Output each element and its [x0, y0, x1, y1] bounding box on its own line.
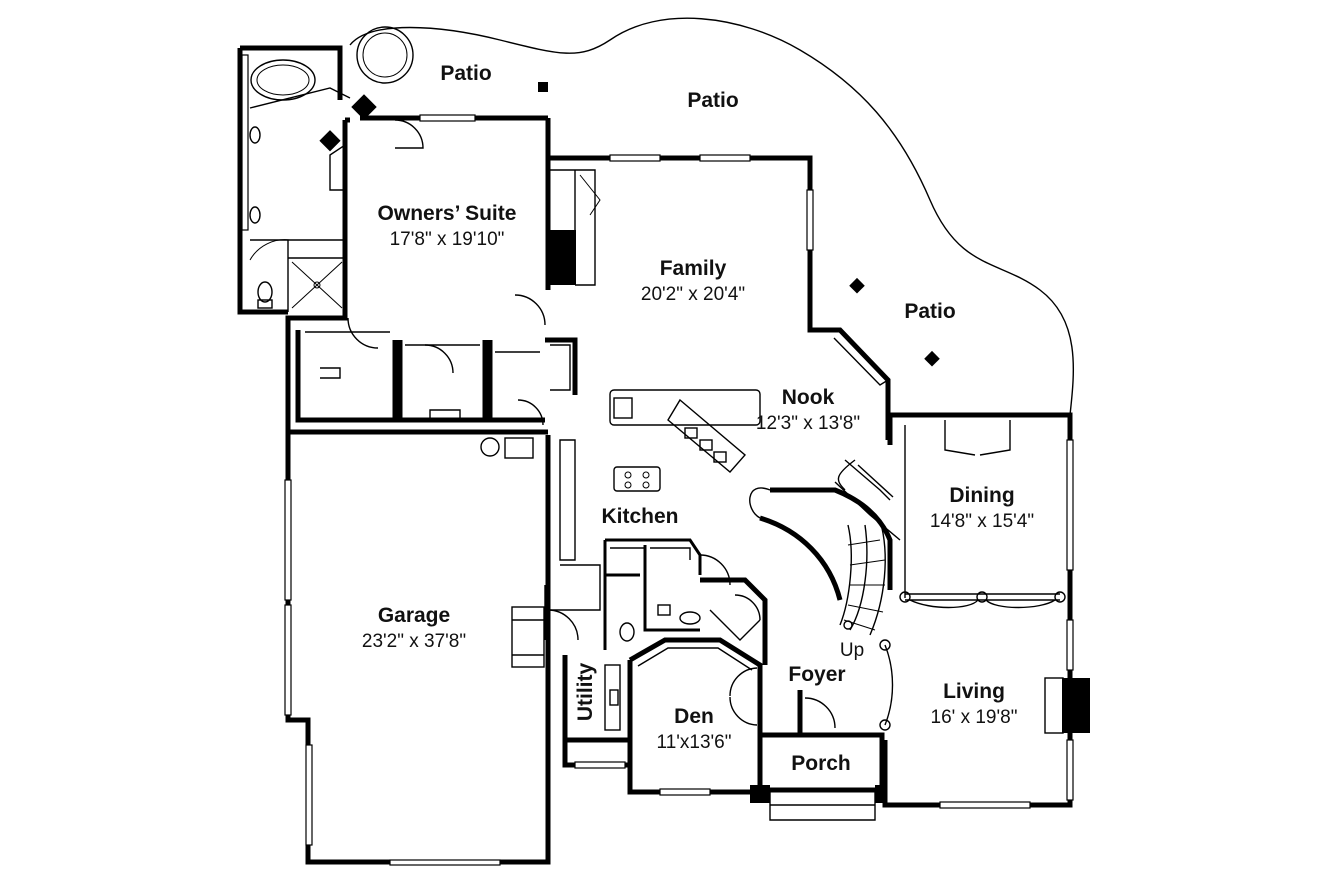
foyer-stair [750, 459, 901, 821]
patio-label: Patio [440, 62, 491, 85]
dining-living [749, 412, 1090, 809]
owners-suite-walls [285, 115, 891, 440]
den-dims: 11'x13'6" [657, 732, 732, 753]
nook-name: Nook [782, 386, 835, 409]
patio-label: Patio [687, 89, 738, 112]
garage [284, 432, 579, 866]
kitchen-name: Kitchen [601, 505, 678, 528]
living-name: Living [943, 680, 1005, 703]
family-name: Family [660, 257, 727, 280]
hot-tub [356, 26, 414, 84]
patio-post [849, 277, 865, 294]
utility-name: Utility [574, 663, 597, 722]
patio-post [538, 82, 548, 92]
closets [288, 330, 578, 435]
stair-up-label: Up [840, 640, 864, 661]
owners-suite-name: Owners’ Suite [378, 202, 517, 225]
den-name: Den [674, 705, 714, 728]
garage-name: Garage [378, 604, 450, 627]
family-dims: 20'2" x 20'4" [641, 284, 745, 305]
dining-name: Dining [949, 484, 1014, 507]
owners-bath [237, 45, 377, 315]
garage-dims: 23'2" x 37'8" [362, 631, 466, 652]
nook-dims: 12'3" x 13'8" [756, 413, 860, 434]
foyer-name: Foyer [788, 663, 845, 686]
owners-suite-dims: 17'8" x 19'10" [390, 229, 505, 250]
living-dims: 16' x 19'8" [931, 707, 1018, 728]
porch-name: Porch [791, 752, 851, 775]
patio-label: Patio [904, 300, 955, 323]
den [627, 577, 768, 796]
patio-outline [349, 17, 1075, 416]
kitchen-utility [544, 389, 761, 769]
dining-dims: 14'8" x 15'4" [930, 511, 1034, 532]
patio-post [924, 350, 940, 367]
